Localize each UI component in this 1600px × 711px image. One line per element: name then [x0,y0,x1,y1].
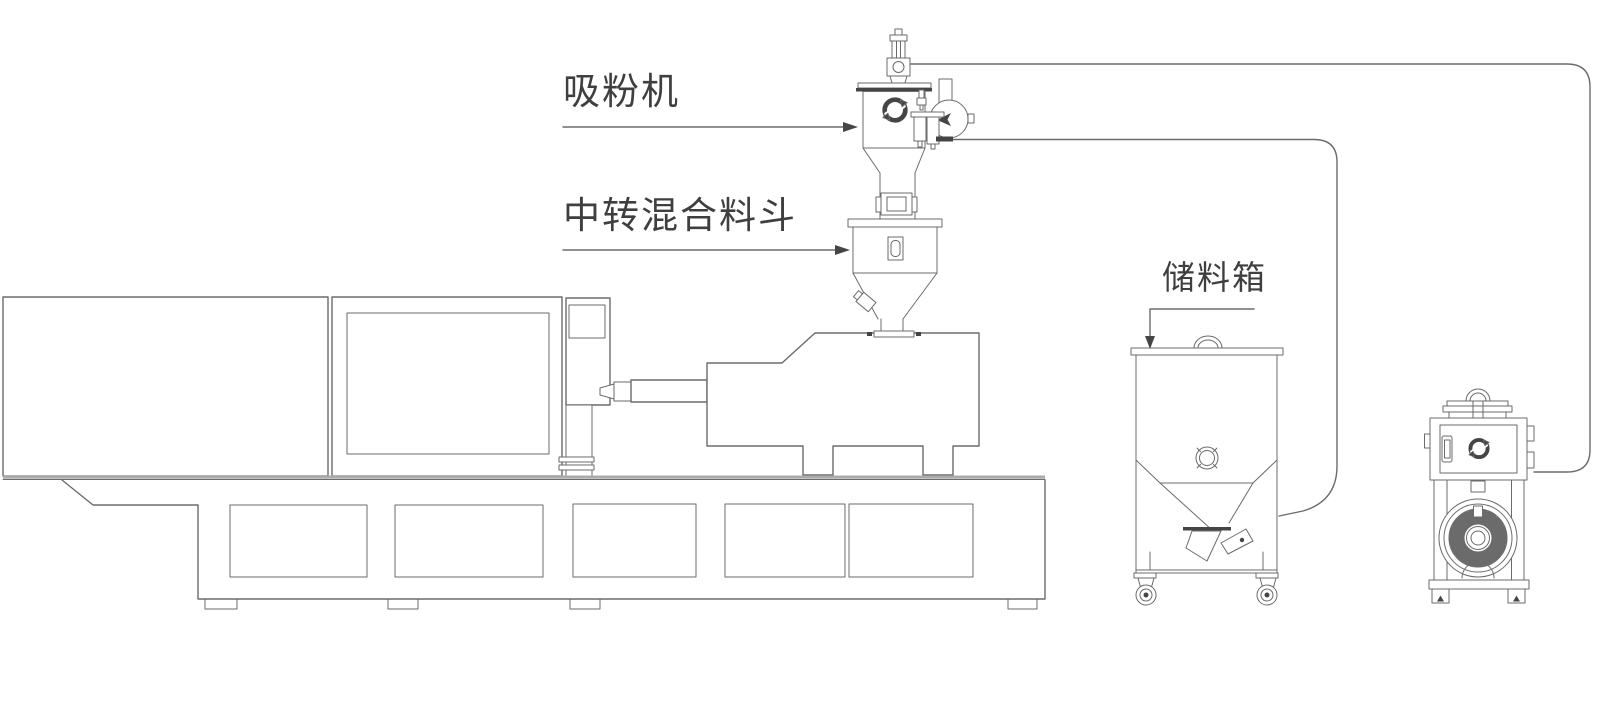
valve-knob [894,28,903,36]
base-panel [394,504,544,578]
sight-slot-window [890,240,901,257]
caster-plate [1255,572,1279,579]
unit-base [1428,579,1530,590]
powder-suction-machine [856,28,975,220]
base-panel [724,503,846,578]
carry-handle-inner [1469,392,1487,402]
label-text: 储料箱 [1162,259,1267,296]
caster-right [1255,572,1279,606]
platen-detail-panel [568,304,606,339]
ball-inlet-arrow [937,113,951,126]
barrel-support-column [558,404,595,478]
valve-neck [889,75,908,84]
vacuum-blower-unit [1424,388,1535,604]
lid-plate-3 [1448,411,1507,419]
neck-sight-glass [875,192,918,216]
valve-port [892,61,905,73]
bin-port [1195,446,1219,470]
side-nozzle [852,290,877,313]
switch [1444,439,1451,459]
mount-bolt [916,332,921,336]
cylinder-cap [889,34,908,42]
label-storage-bin: 储料箱 [1145,259,1267,349]
frl-filter [913,116,927,142]
carry-handle [1465,388,1491,402]
material-suction-pipe-lower [952,138,1338,517]
lid-handle [1193,335,1223,349]
machine-base [61,479,1046,600]
nozzle-coupler [613,381,632,402]
blower-inlet-connector [1470,480,1486,493]
leader-line [1149,308,1255,337]
label-transfer-mixing-hopper: 中转混合料斗 [562,195,850,255]
bin-funnel [1135,459,1278,531]
outlet-duct [938,78,953,104]
machine-foot [204,598,238,610]
storage-bin [1130,335,1284,606]
label-powder-suction-machine: 吸粉机 [562,71,858,132]
arrowhead-icon [835,245,850,255]
ball-outlet [936,136,953,142]
frl-bracket [910,111,945,118]
machine-foot [569,598,601,610]
right-hinge-tab [1526,425,1535,442]
caster-plate [1133,572,1157,579]
base-panel [572,503,697,578]
injection-molding-machine [2,296,1046,610]
level-sensor [916,89,927,111]
clamping-unit-housing [2,296,329,477]
right-pipe-tab [1526,451,1535,469]
machine-foot [1007,598,1038,610]
base-panels [229,503,974,578]
label-text: 吸粉机 [563,71,680,112]
caster-left [1133,572,1157,606]
arrowhead-icon [1145,336,1155,349]
lid-clamp-bar [856,88,932,92]
label-text: 中转混合料斗 [563,195,797,236]
hopper-body [852,226,938,274]
base-panel [848,503,974,578]
unit-feet [1431,588,1526,604]
fan-key-port [1473,505,1483,518]
injection-barrel [630,379,708,403]
lid-plate-1 [1446,400,1509,407]
mount-bolt [867,332,872,336]
machine-foot [387,598,419,610]
lid-plate [857,82,932,89]
machine-deck-band [3,475,1045,479]
suction-pickup-lance [1183,527,1254,562]
base-panel [229,504,368,578]
lid-plate-2 [1442,405,1513,413]
arrowhead-icon [843,122,858,132]
hopper-mount-flange [873,330,915,338]
lid-handle-inner [1197,339,1219,349]
bin-bottom-frame [1135,551,1278,571]
hopper-flange [847,218,943,228]
mold-area-window [346,312,550,455]
pneumatic-cylinder [891,40,906,59]
transfer-mixing-hopper [847,218,943,338]
base-feet [204,598,1038,610]
bin-lid [1130,347,1284,356]
outlet-arc [1461,561,1495,579]
vacuum-pipe-upper [909,63,1591,473]
ball-side-port [967,113,975,124]
injection-unit-body [706,332,980,476]
blower-fan [1438,498,1518,579]
